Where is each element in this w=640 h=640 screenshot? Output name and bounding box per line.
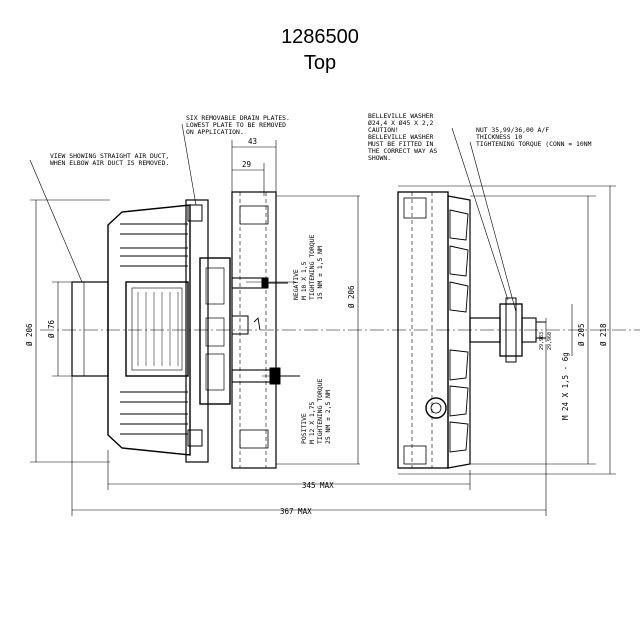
svg-text:THE CORRECT WAY AS: THE CORRECT WAY AS bbox=[368, 147, 437, 155]
svg-text:CAUTION!: CAUTION! bbox=[368, 126, 399, 134]
svg-text:15 NM ± 1,5 NM: 15 NM ± 1,5 NM bbox=[316, 246, 324, 300]
svg-text:Ø24,4 X Ø45 X 2,2: Ø24,4 X Ø45 X 2,2 bbox=[368, 119, 434, 127]
svg-text:SIX REMOVABLE DRAIN PLATES.: SIX REMOVABLE DRAIN PLATES. bbox=[186, 114, 290, 122]
svg-text:43: 43 bbox=[248, 137, 257, 146]
svg-text:Ø 205: Ø 205 bbox=[577, 323, 586, 346]
svg-text:Ø 206: Ø 206 bbox=[25, 323, 34, 346]
svg-text:WHEN ELBOW AIR DUCT IS REMOVED: WHEN ELBOW AIR DUCT IS REMOVED. bbox=[50, 159, 169, 167]
svg-text:M 24 X 1,5 - 6g: M 24 X 1,5 - 6g bbox=[561, 352, 570, 420]
svg-text:367 MAX: 367 MAX bbox=[280, 507, 312, 516]
svg-text:BELLEVILLE WASHER: BELLEVILLE WASHER bbox=[368, 112, 434, 120]
svg-text:29,960: 29,960 bbox=[547, 332, 553, 350]
svg-text:345 MAX: 345 MAX bbox=[302, 481, 334, 490]
svg-text:THICKNESS 10: THICKNESS 10 bbox=[476, 133, 522, 141]
svg-text:Ø 76: Ø 76 bbox=[47, 319, 56, 338]
svg-text:VIEW SHOWING STRAIGHT AIR DUCT: VIEW SHOWING STRAIGHT AIR DUCT, bbox=[50, 152, 169, 160]
svg-text:29: 29 bbox=[242, 160, 251, 169]
svg-text:TIGHTENING TORQUE: TIGHTENING TORQUE bbox=[308, 234, 316, 300]
svg-text:M 12 X 1,75: M 12 X 1,75 bbox=[308, 402, 316, 444]
leader-lines bbox=[29, 123, 517, 377]
svg-text:POSITIVE: POSITIVE bbox=[300, 413, 308, 444]
svg-text:M 10 X 1,5: M 10 X 1,5 bbox=[300, 261, 308, 300]
alternator-left-body bbox=[71, 191, 360, 469]
svg-text:25 NM ± 2,5 NM: 25 NM ± 2,5 NM bbox=[324, 390, 332, 444]
svg-text:ON APPLICATION.: ON APPLICATION. bbox=[186, 128, 244, 136]
svg-text:TIGHTENING TORQUE: TIGHTENING TORQUE bbox=[316, 378, 324, 444]
view-label: Top bbox=[303, 52, 337, 74]
svg-text:NUT 35,99/36,00 A/F: NUT 35,99/36,00 A/F bbox=[476, 126, 549, 134]
svg-text:MUST BE FITTED IN: MUST BE FITTED IN bbox=[368, 140, 434, 148]
svg-text:NEGATIVE: NEGATIVE bbox=[292, 269, 300, 300]
svg-text:TIGHTENING TORQUE (CONN = 10NM: TIGHTENING TORQUE (CONN = 10NM bbox=[476, 140, 592, 148]
svg-text:Ø 218: Ø 218 bbox=[599, 323, 608, 346]
svg-text:SHOWN.: SHOWN. bbox=[368, 154, 391, 162]
svg-text:Ø 206: Ø 206 bbox=[347, 285, 356, 308]
notes-text: VIEW SHOWING STRAIGHT AIR DUCT, WHEN ELB… bbox=[50, 112, 592, 444]
svg-text:BELLEVILLE WASHER: BELLEVILLE WASHER bbox=[368, 133, 434, 141]
dimension-text: 43 29 Ø 206 Ø 76 Ø 206 Ø 205 Ø 218 29,98… bbox=[25, 137, 608, 516]
part-number: 1286500 bbox=[281, 26, 359, 48]
svg-text:LOWEST PLATE TO BE REMOVED: LOWEST PLATE TO BE REMOVED bbox=[186, 121, 286, 129]
dimension-lines bbox=[30, 140, 616, 516]
svg-text:29,983: 29,983 bbox=[539, 332, 545, 350]
